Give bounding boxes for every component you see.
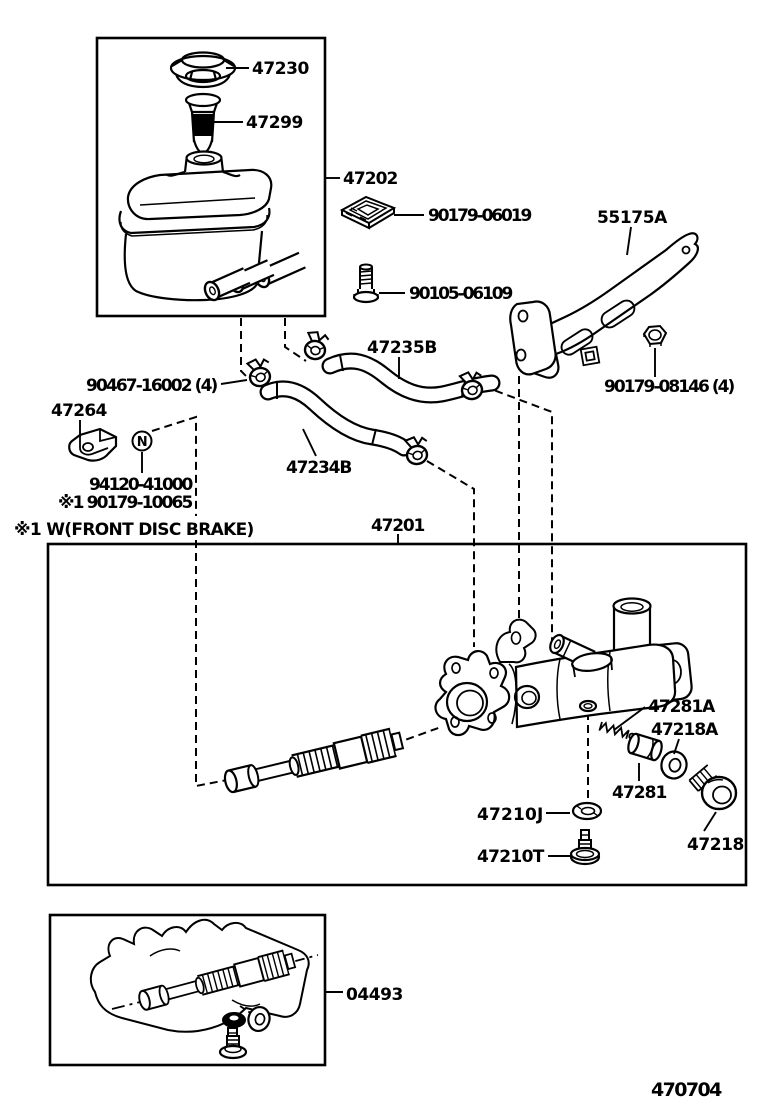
label-47264[interactable]: 47264	[51, 401, 108, 421]
label-94120-41000[interactable]: 94120-41000	[89, 475, 194, 495]
label-47230[interactable]: 47230	[252, 59, 310, 79]
leader-lines	[79, 67, 717, 993]
assembly-dashed-lines	[151, 318, 589, 798]
label-90467-16002[interactable]: 90467-16002 (4)	[86, 376, 218, 396]
clamp-bracket-drawing	[68, 427, 118, 462]
label-47281A[interactable]: 47281A	[648, 697, 716, 717]
label-47202[interactable]: 47202	[343, 169, 398, 189]
n-marker-letter: N	[137, 435, 148, 450]
repair-kit-box	[48, 913, 327, 1067]
outlet-gasket-drawing	[660, 750, 688, 780]
master-cylinder-drawing	[434, 597, 693, 737]
label-47210J[interactable]: 47210J	[477, 805, 543, 825]
label-90179-06019[interactable]: 90179-06019	[428, 206, 532, 226]
label-47281[interactable]: 47281	[612, 783, 667, 803]
piston-stopper-drawing	[627, 732, 663, 762]
label-47235B[interactable]: 47235B	[367, 338, 437, 358]
label-47234B[interactable]: 47234B	[286, 458, 352, 478]
mounting-bolt-drawing	[352, 263, 380, 304]
outlet-bolt-drawing	[688, 764, 738, 811]
reservoir-assembly-box	[95, 36, 327, 318]
label-47210T[interactable]: 47210T	[477, 847, 545, 867]
grommet-drawing	[339, 195, 397, 230]
reservoir-ports-drawing	[203, 251, 306, 302]
label-90179-10065[interactable]: ※1 90179-10065	[58, 493, 193, 513]
reservoir-filter-drawing	[184, 92, 222, 156]
figure-number: 470704	[651, 1079, 722, 1101]
n-marker: N	[131, 430, 153, 452]
hose-clamp-icon	[402, 433, 432, 467]
bracket-nut-drawing	[642, 324, 668, 347]
label-47299[interactable]: 47299	[246, 113, 303, 133]
repair-kit-drawing	[89, 918, 319, 1060]
hose-clamp-icon	[302, 329, 331, 362]
label-47218[interactable]: 47218	[687, 835, 744, 855]
label-04493[interactable]: 04493	[346, 985, 403, 1005]
label-55175A[interactable]: 55175A	[597, 208, 668, 228]
label-90105-06109[interactable]: 90105-06109	[409, 284, 513, 304]
reservoir-tank-drawing	[118, 150, 273, 302]
label-47218A[interactable]: 47218A	[651, 720, 719, 740]
reservoir-cap-drawing	[169, 51, 237, 89]
lower-hose-drawing	[259, 380, 413, 457]
label-47201[interactable]: 47201	[371, 516, 425, 536]
master-cylinder-box	[46, 542, 748, 887]
reservoir-gasket-drawing	[571, 801, 603, 821]
bracket-drawing	[509, 232, 699, 379]
label-90179-08146[interactable]: 90179-08146 (4)	[604, 377, 735, 397]
footnote: ※1 W(FRONT DISC BRAKE)	[14, 520, 254, 540]
plug-drawing	[569, 829, 601, 866]
piston-kit-drawing	[221, 725, 408, 798]
